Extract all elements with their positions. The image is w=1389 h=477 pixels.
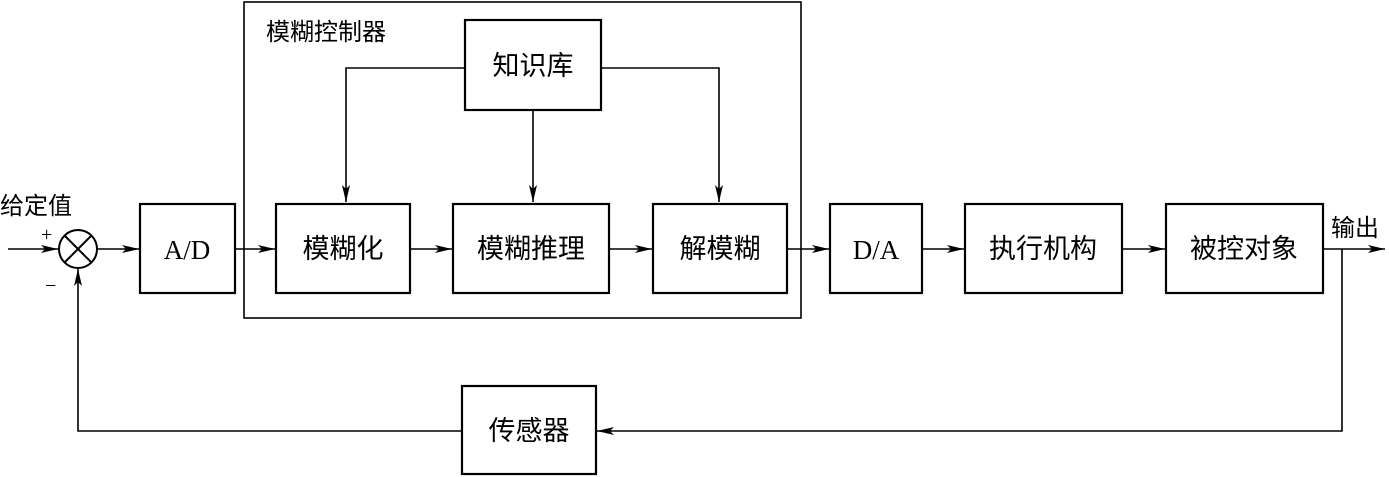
output-label: 输出 [1331, 214, 1379, 242]
sensor-label: 传感器 [489, 416, 570, 447]
da-converter-block [828, 202, 924, 295]
fuzzification-label: 模糊化 [303, 234, 384, 265]
kb-to-fuzzification-line [342, 67, 465, 202]
setpoint-label: 给定值 [0, 192, 72, 220]
plant-block [1164, 202, 1325, 295]
inference-label: 模糊推理 [477, 234, 585, 265]
defuzzification-block [651, 202, 789, 295]
output-to-sensor-line [597, 249, 1343, 435]
fuzzy-controller-frame [243, 1, 802, 319]
actuator-label: 执行机构 [989, 234, 1097, 265]
inference-block [451, 202, 611, 295]
kb-to-defuzzification-line [601, 67, 723, 202]
defuzzification-label: 解模糊 [680, 234, 761, 265]
actuator-block [963, 202, 1124, 295]
fuzzy-controller-title: 模糊控制器 [266, 18, 386, 46]
sensor-block [460, 384, 598, 476]
ad-converter-label: A/D [164, 235, 211, 265]
minus-sign: − [45, 275, 56, 297]
plus-sign: + [41, 224, 52, 246]
knowledge-base-label: 知识库 [493, 51, 574, 82]
sensor-feedback-line [74, 269, 462, 432]
plant-label: 被控对象 [1190, 234, 1298, 265]
da-converter-label: D/A [853, 235, 900, 265]
summing-junction [58, 229, 98, 269]
